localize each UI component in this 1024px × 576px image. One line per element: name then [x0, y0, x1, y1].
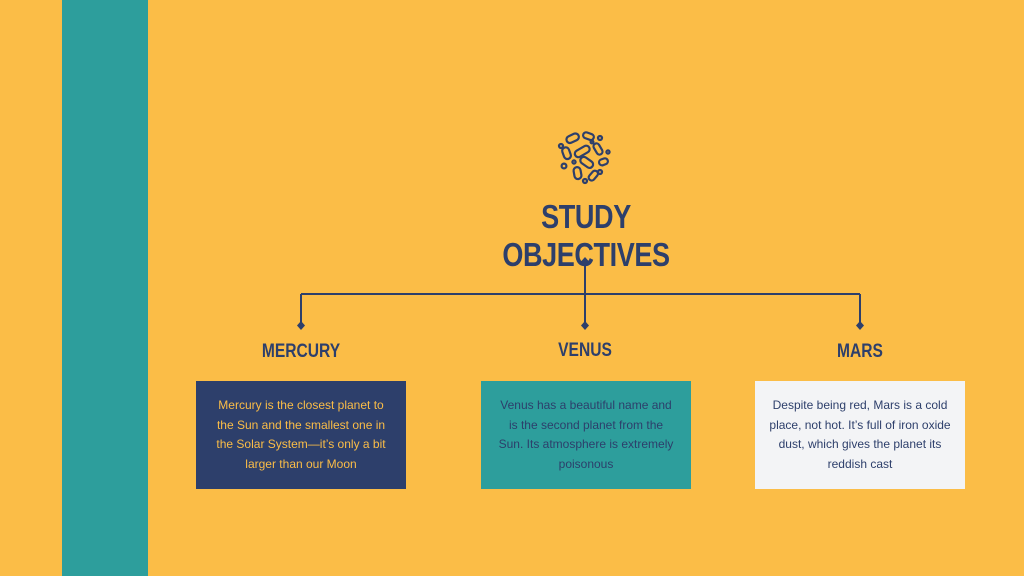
card-mercury: Mercury is the closest planet to the Sun… — [196, 381, 406, 489]
heading-venus: VENUS — [558, 340, 612, 361]
side-stripe — [62, 0, 148, 576]
page-title: STUDY OBJECTIVES — [502, 198, 670, 273]
card-mars-text: Despite being red, Mars is a cold place,… — [769, 398, 951, 471]
card-mercury-text: Mercury is the closest planet to the Sun… — [216, 398, 386, 471]
connector-dot-mercury — [297, 321, 305, 330]
bacteria-icon — [557, 131, 611, 185]
heading-mars: MARS — [837, 341, 883, 362]
heading-mercury: MERCURY — [261, 341, 341, 362]
connector-dot-venus — [581, 321, 589, 330]
card-venus: Venus has a beautiful name and is the se… — [481, 381, 691, 489]
connector-dot-mars — [856, 321, 864, 330]
card-mars: Despite being red, Mars is a cold place,… — [755, 381, 965, 489]
connector-dot-top — [581, 257, 589, 266]
card-venus-text: Venus has a beautiful name and is the se… — [498, 398, 674, 471]
